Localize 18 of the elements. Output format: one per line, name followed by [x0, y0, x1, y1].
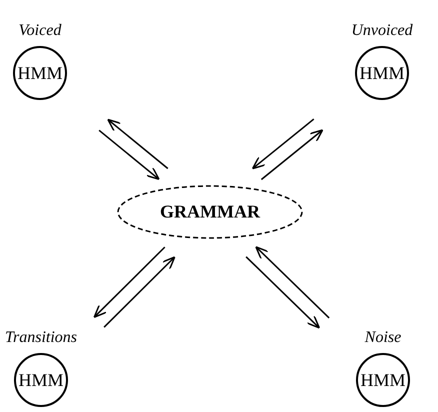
- arrow: [93, 246, 166, 318]
- model-heading: Unvoiced: [350, 22, 414, 40]
- arrow: [255, 246, 330, 318]
- model-heading: Voiced: [18, 22, 62, 40]
- hmm-circle: HMM: [14, 353, 68, 407]
- arrow: [252, 118, 314, 170]
- node-label: GRAMMAR: [159, 202, 262, 222]
- arrow: [246, 256, 320, 329]
- hmm-circle: HMM: [356, 353, 410, 407]
- model-heading: Noise: [364, 329, 402, 347]
- arrow: [107, 118, 168, 170]
- model-heading: Transitions: [4, 329, 78, 347]
- grammar-ellipse: [117, 185, 303, 239]
- arrow: [104, 256, 176, 328]
- hmm-circle: HMM: [13, 46, 67, 100]
- arrow: [260, 129, 324, 180]
- arrow: [98, 130, 160, 180]
- hmm-circle: HMM: [355, 46, 409, 100]
